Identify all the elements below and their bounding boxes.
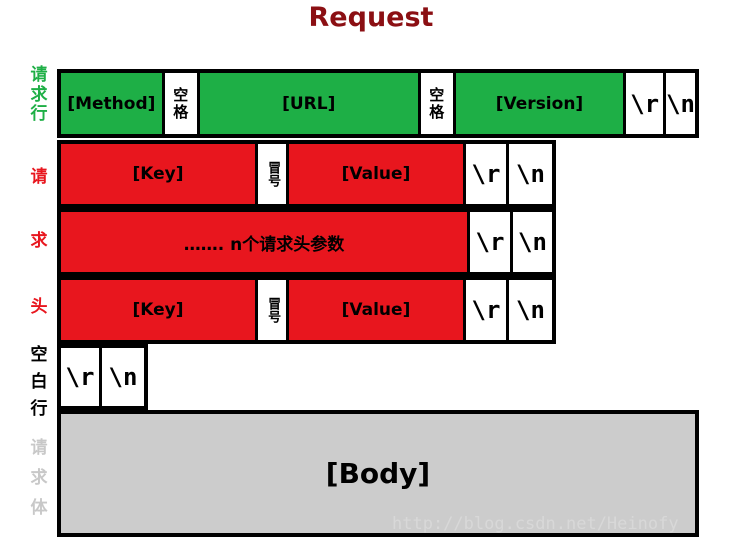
cr-cell: \r — [61, 348, 99, 406]
header-value-cell: [Value] — [289, 280, 463, 340]
request-line-row: [Method] 空格 [URL] 空格 [Version] \r \n — [57, 69, 699, 138]
cr-cell: \r — [466, 280, 506, 340]
blank-line-row: \r \n — [57, 344, 148, 410]
cr-cell: \r — [626, 73, 664, 134]
method-cell: [Method] — [61, 73, 162, 134]
diagram-title: Request — [308, 2, 434, 33]
side-char: 请 — [30, 438, 48, 458]
cr-cell: \r — [470, 212, 510, 272]
colon-label: 冒号 — [265, 297, 281, 323]
header-row-3: [Key] 冒号 [Value] \r \n — [57, 276, 556, 344]
side-char: 行 — [30, 104, 48, 125]
side-label-headers-2: 求 — [30, 231, 48, 251]
colon-cell: 冒号 — [258, 144, 286, 204]
lf-cell: \n — [666, 73, 695, 134]
side-label-headers-1: 请 — [30, 167, 48, 187]
header-value-cell: [Value] — [289, 144, 463, 204]
space-cell-1: 空格 — [164, 73, 197, 134]
side-char: 求 — [30, 84, 48, 105]
lf-cell: \n — [513, 212, 552, 272]
side-char: 白 — [30, 372, 48, 393]
side-char: 请 — [30, 65, 48, 85]
header-key-cell: [Key] — [61, 144, 255, 204]
side-label-body: 请 求 体 — [26, 434, 52, 523]
more-headers-cell: ……. n个请求头参数 — [61, 212, 467, 272]
lf-cell: \n — [509, 144, 552, 204]
header-key-cell: [Key] — [61, 280, 255, 340]
cr-cell: \r — [466, 144, 506, 204]
lf-cell: \n — [509, 280, 552, 340]
version-cell: [Version] — [455, 73, 624, 134]
side-char: 体 — [30, 497, 48, 518]
colon-label: 冒号 — [265, 161, 281, 187]
body-block: [Body] — [57, 410, 699, 537]
header-row-2: ……. n个请求头参数 \r \n — [57, 208, 556, 276]
space-cell-2: 空格 — [420, 73, 453, 134]
side-label-request-line: 请 求 行 — [26, 65, 52, 125]
side-char: 空 — [30, 345, 48, 365]
url-cell: [URL] — [199, 73, 418, 134]
side-char: 行 — [30, 399, 48, 420]
side-label-headers-3: 头 — [30, 297, 48, 317]
header-row-1: [Key] 冒号 [Value] \r \n — [57, 140, 556, 208]
watermark: http://blog.csdn.net/Heinofy — [392, 514, 679, 534]
side-char: 求 — [30, 467, 48, 488]
lf-cell: \n — [102, 348, 144, 406]
side-label-blank-line: 空 白 行 — [26, 342, 52, 424]
colon-cell: 冒号 — [258, 280, 286, 340]
